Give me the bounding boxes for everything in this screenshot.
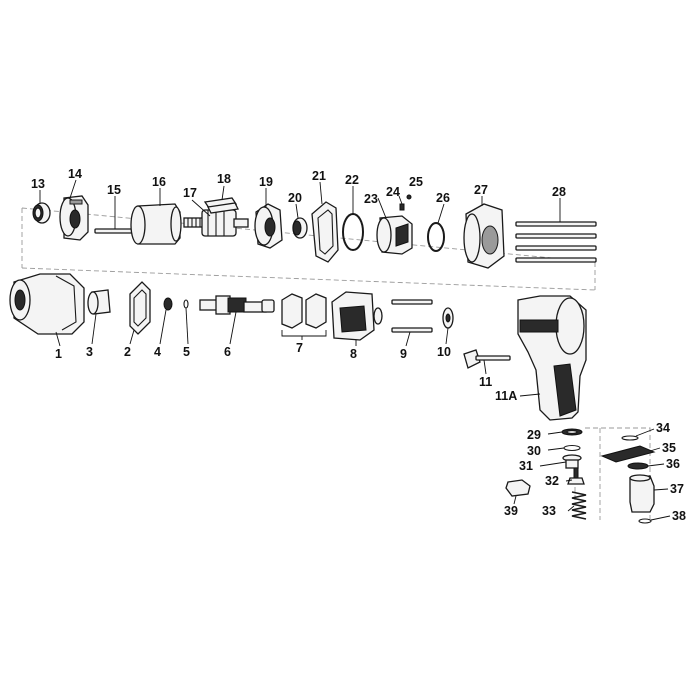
part-4-o-ring — [163, 297, 173, 311]
part-28-bolts — [515, 221, 597, 263]
label-27: 27 — [474, 183, 488, 197]
label-20: 20 — [288, 191, 302, 205]
label-24: 24 — [386, 185, 400, 199]
part-32-valve — [567, 467, 585, 485]
label-17: 17 — [183, 186, 197, 200]
label-29: 29 — [527, 428, 541, 442]
part-20-bearing — [292, 217, 308, 239]
label-8: 8 — [350, 347, 357, 361]
label-7: 7 — [296, 341, 303, 355]
label-38: 38 — [672, 509, 686, 523]
part-25-ball — [406, 194, 412, 200]
part-5-ring — [183, 299, 189, 309]
part-13-bearing — [32, 202, 51, 224]
part-labels: 13 14 15 16 17 18 19 20 21 22 23 24 25 2… — [31, 167, 686, 523]
label-31: 31 — [519, 459, 533, 473]
part-22-o-ring — [342, 213, 364, 251]
label-19: 19 — [259, 175, 273, 189]
label-28: 28 — [552, 185, 566, 199]
part-16-cylinder — [130, 203, 182, 245]
label-34: 34 — [656, 421, 670, 435]
part-30-washer — [563, 444, 581, 452]
label-22: 22 — [345, 173, 359, 187]
label-35: 35 — [662, 441, 676, 455]
label-32: 32 — [545, 474, 559, 488]
part-1-hammer-case — [9, 273, 85, 335]
label-26: 26 — [436, 191, 450, 205]
part-11-trigger — [463, 349, 511, 369]
part-18-blades — [203, 197, 239, 214]
part-27-rear-cover — [463, 203, 505, 269]
part-3-bushing — [87, 289, 111, 315]
label-25: 25 — [409, 175, 423, 189]
label-13: 13 — [31, 177, 45, 191]
part-19-rear-plate — [254, 203, 283, 249]
part-26-o-ring — [427, 222, 445, 252]
label-3: 3 — [86, 345, 93, 359]
part-34-o-ring — [621, 435, 639, 441]
label-39: 39 — [504, 504, 518, 518]
part-23-reverse-valve — [376, 215, 413, 255]
label-5: 5 — [183, 345, 190, 359]
label-23: 23 — [364, 192, 378, 206]
part-29-ring — [561, 428, 583, 436]
part-35-exhaust-deflector — [600, 445, 656, 463]
label-10: 10 — [437, 345, 451, 359]
part-33-spring — [571, 491, 587, 520]
label-14: 14 — [68, 167, 82, 181]
label-37: 37 — [670, 482, 684, 496]
part-10-washer — [442, 307, 454, 329]
part-31-seat — [562, 454, 582, 469]
label-9: 9 — [400, 347, 407, 361]
part-11A-housing — [517, 295, 587, 421]
part-15-pin — [94, 228, 133, 234]
leader-lines — [39, 179, 671, 521]
part-9-pins — [391, 299, 433, 333]
label-2: 2 — [124, 345, 131, 359]
part-21-gasket — [311, 201, 339, 263]
label-11A: 11A — [495, 389, 517, 403]
part-7-hammers — [281, 293, 327, 337]
part-2-gasket — [129, 281, 151, 335]
label-1: 1 — [55, 347, 62, 361]
part-36-ring — [627, 462, 649, 470]
part-8-hammer-cage — [331, 291, 383, 341]
label-6: 6 — [224, 345, 231, 359]
part-39-regulator-knob — [505, 479, 531, 497]
part-17-rotor — [183, 209, 249, 237]
label-18: 18 — [217, 172, 231, 186]
part-14-end-plate — [59, 195, 89, 241]
part-24-pin — [399, 203, 405, 211]
label-33: 33 — [542, 504, 556, 518]
label-36: 36 — [666, 457, 680, 471]
label-4: 4 — [154, 345, 161, 359]
part-37-air-inlet — [629, 474, 655, 513]
label-15: 15 — [107, 183, 121, 197]
label-30: 30 — [527, 444, 541, 458]
label-16: 16 — [152, 175, 166, 189]
label-11: 11 — [479, 375, 492, 389]
label-21: 21 — [312, 169, 326, 183]
part-6-anvil — [199, 295, 275, 315]
part-38-o-ring — [638, 518, 652, 524]
